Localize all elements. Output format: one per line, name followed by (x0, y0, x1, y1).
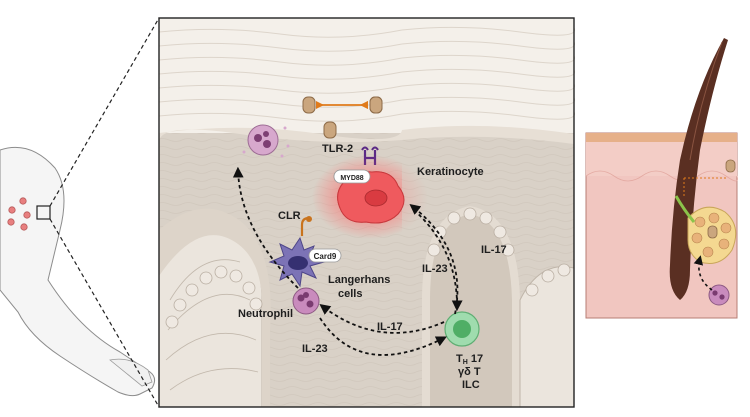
label-th17-main: T (456, 353, 463, 365)
label-langerhans: Langerhans (328, 274, 390, 286)
zoom-region-box (36, 205, 51, 220)
label-il23-lower: IL-23 (302, 343, 328, 355)
label-clr: CLR (278, 210, 301, 222)
signaling-arrows (232, 166, 463, 356)
label-th17: TH 17 (456, 353, 483, 366)
label-th17-sub: H (463, 359, 468, 366)
label-card9: Card9 (314, 252, 337, 261)
arm-figure (0, 146, 156, 397)
label-th17-num: 17 (468, 353, 483, 365)
skin-section-frame (158, 17, 575, 408)
hair-follicle-panel (585, 38, 738, 319)
clr-receptor (300, 216, 312, 236)
label-tlr2: TLR-2 (322, 143, 353, 155)
zoom-line-top (49, 17, 160, 207)
skin-section-panel-right (401, 18, 576, 408)
label-il23-upper: IL-23 (422, 263, 448, 275)
label-ilc: ILC (462, 379, 480, 391)
neutrophil-extravasated (242, 124, 290, 158)
label-keratinocyte: Keratinocyte (417, 166, 484, 178)
label-neutrophil: Neutrophil (238, 308, 293, 320)
label-il17-upper: IL-17 (481, 244, 507, 256)
zoom-line-bottom (49, 218, 160, 408)
skin-section-panel (159, 18, 402, 407)
card9-pill (308, 248, 342, 263)
label-il17-lower: IL-17 (377, 321, 403, 333)
keratinocyte-overlay (312, 155, 428, 239)
neutrophil (292, 287, 320, 315)
bacteria-overlay (318, 96, 383, 114)
skin-lesions (7, 197, 31, 231)
label-myd88: MYD88 (340, 175, 363, 182)
label-langerhans-cells: cells (338, 288, 362, 300)
langerhans-cell (268, 236, 326, 288)
label-gdt: γδ T (458, 366, 481, 378)
